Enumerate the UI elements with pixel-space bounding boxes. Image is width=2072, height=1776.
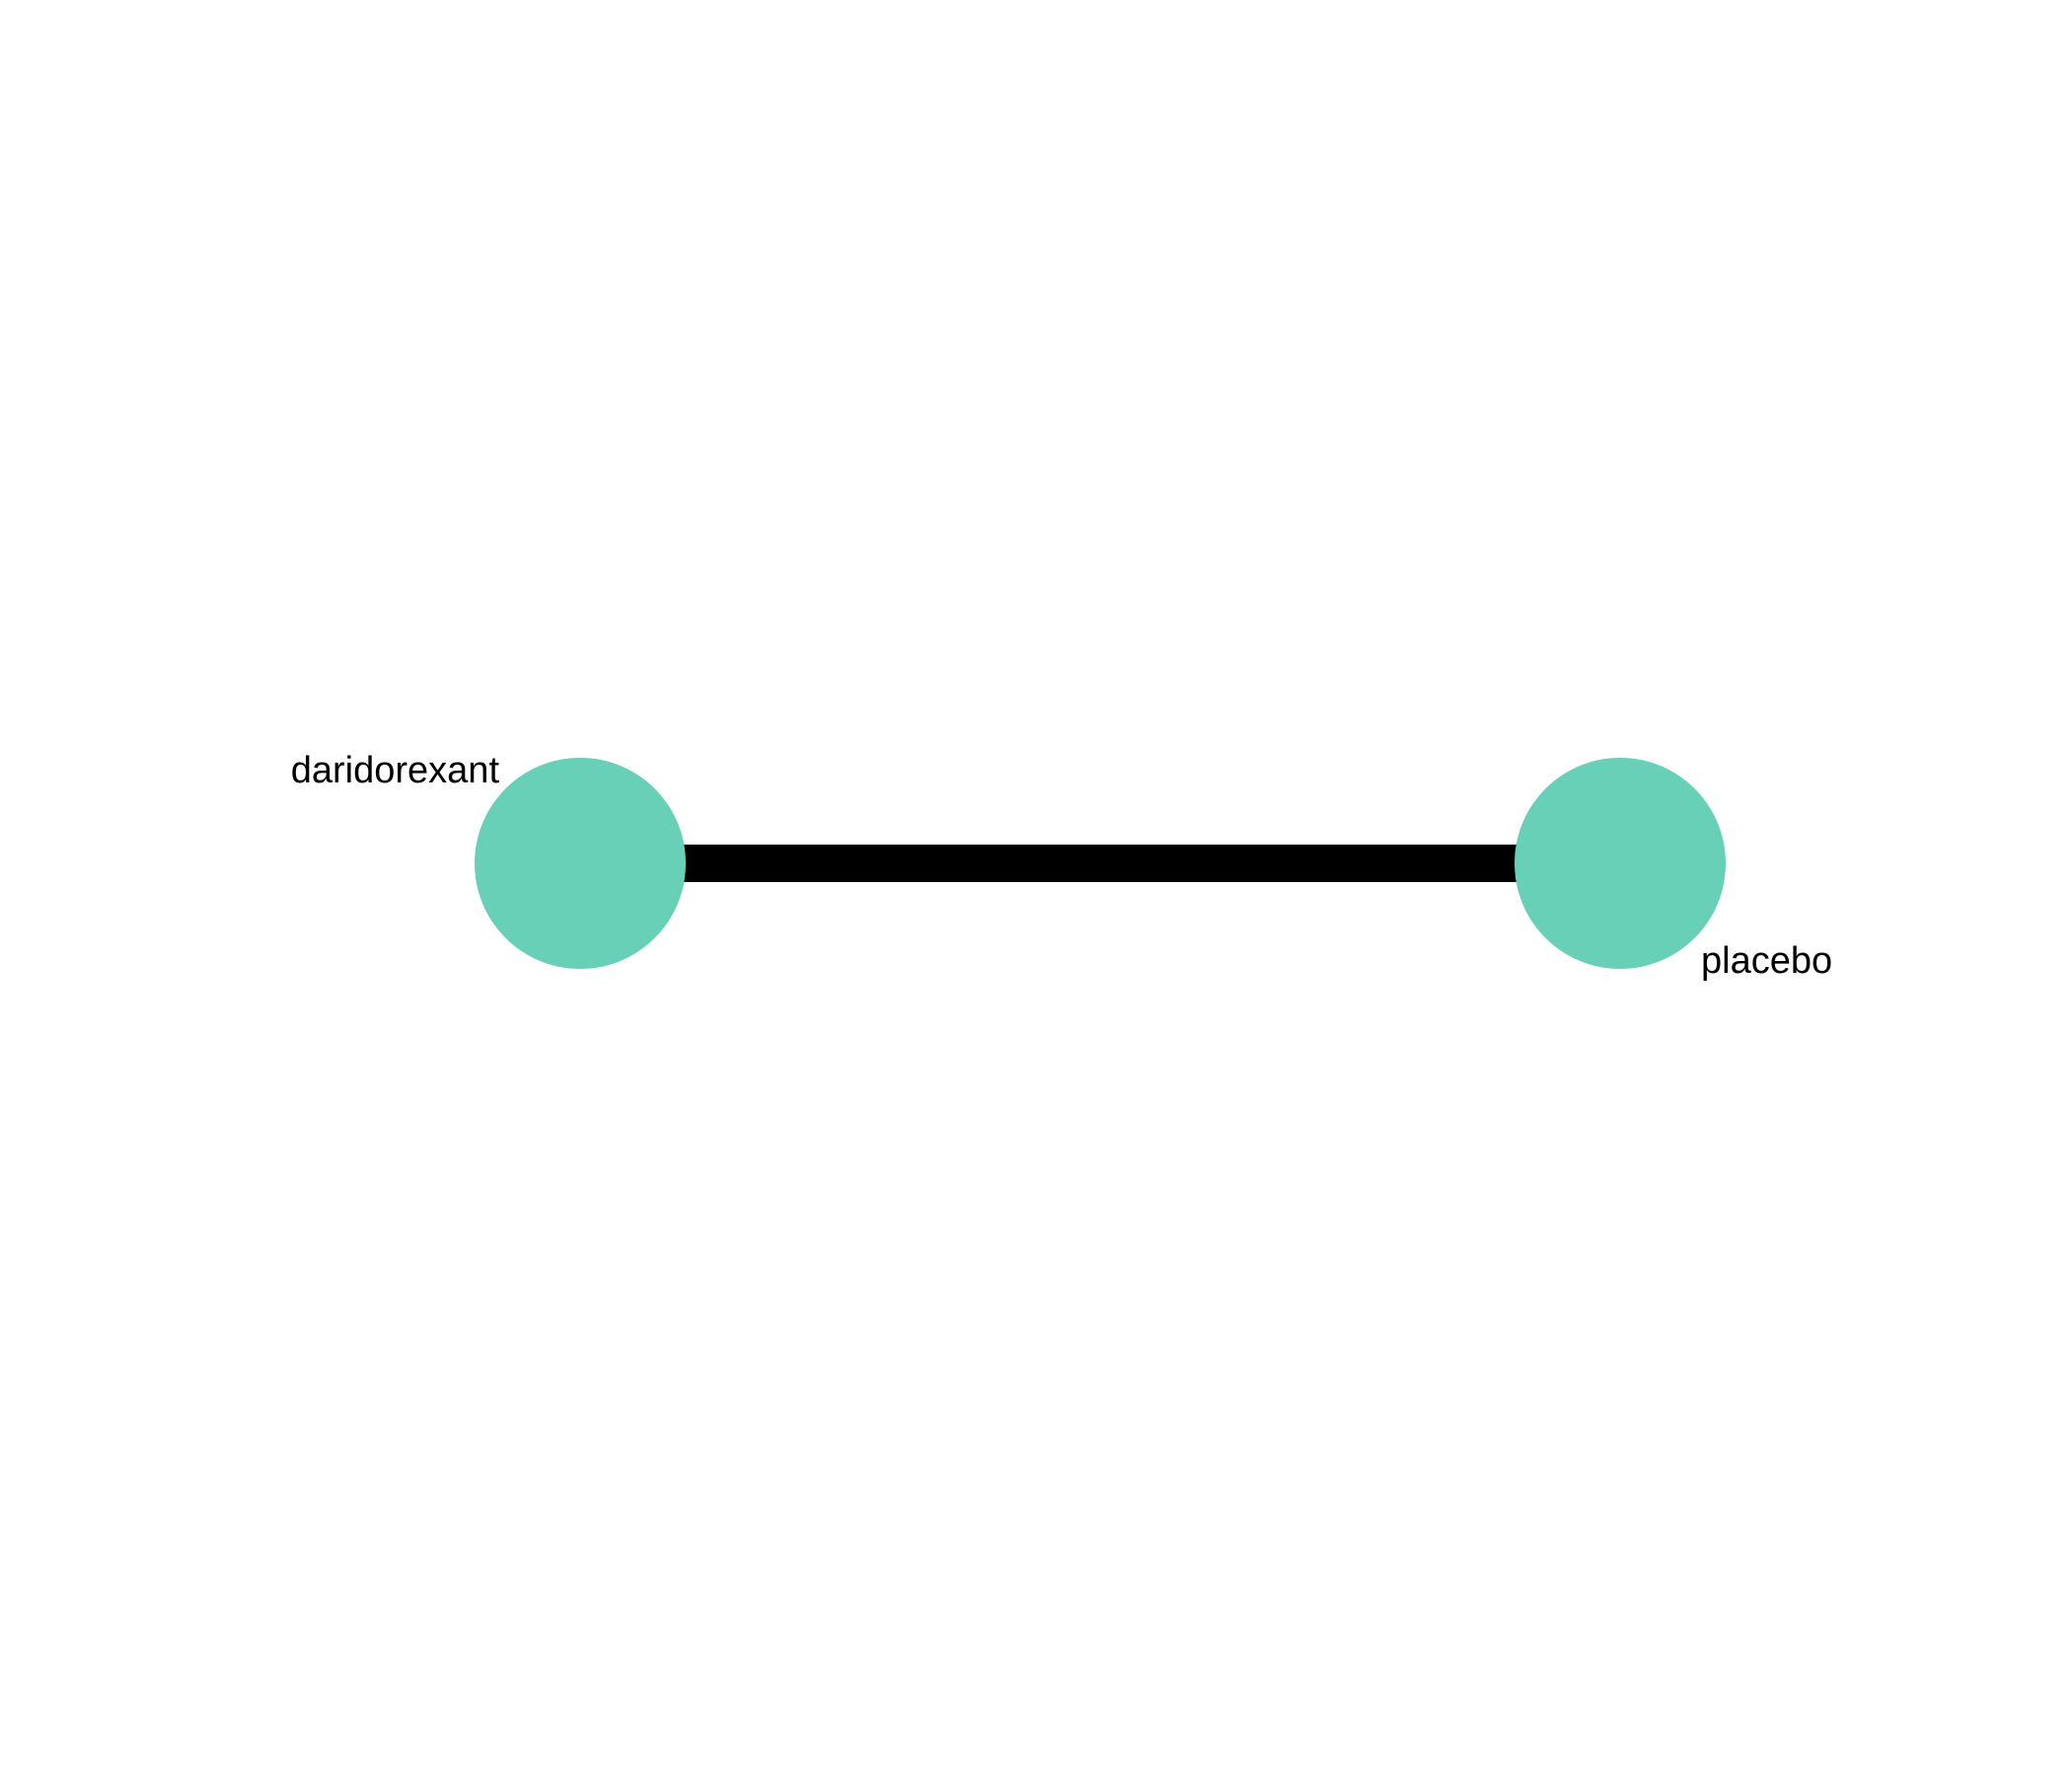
node-daridorexant [475, 758, 686, 969]
node-label-daridorexant: daridorexant [291, 750, 500, 791]
node-label-placebo: placebo [1701, 940, 1832, 982]
node-placebo [1515, 758, 1726, 969]
